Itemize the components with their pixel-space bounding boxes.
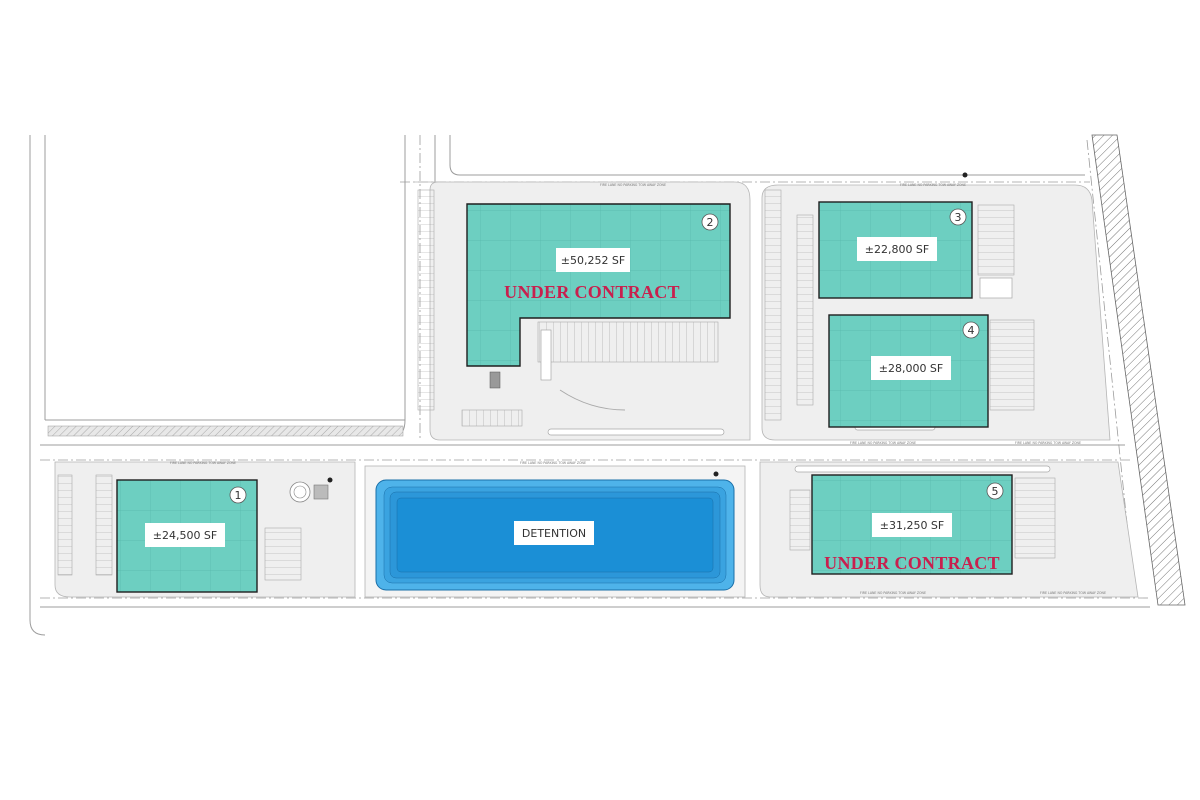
building-4-area: ±28,000 SF — [879, 362, 944, 375]
building-2-area: ±50,252 SF — [561, 254, 626, 267]
building-5-area: ±31,250 SF — [880, 519, 945, 532]
building-2[interactable]: ±50,252 SF UNDER CONTRACT 2 — [466, 203, 731, 389]
svg-text:FIRE LANE NO PARKING TOW AWAY: FIRE LANE NO PARKING TOW AWAY ZONE — [1015, 441, 1081, 445]
building-2-status: UNDER CONTRACT — [504, 282, 680, 302]
svg-text:FIRE LANE NO PARKING TOW AWAY: FIRE LANE NO PARKING TOW AWAY ZONE — [170, 461, 236, 465]
fire-lane-labels: FIRE LANE NO PARKING TOW AWAY ZONE FIRE … — [170, 183, 1106, 595]
site-equipment — [289, 172, 968, 503]
parking-stalls — [57, 189, 1056, 581]
building-1-number: 1 — [235, 489, 242, 502]
svg-text:FIRE LANE NO PARKING TOW AWAY: FIRE LANE NO PARKING TOW AWAY ZONE — [860, 591, 926, 595]
svg-text:FIRE LANE NO PARKING TOW AWAY: FIRE LANE NO PARKING TOW AWAY ZONE — [600, 183, 666, 187]
building-3-number: 3 — [955, 211, 962, 224]
svg-text:FIRE LANE NO PARKING TOW AWAY: FIRE LANE NO PARKING TOW AWAY ZONE — [520, 461, 586, 465]
hatched-zones — [47, 134, 1186, 606]
building-1[interactable]: ±24,500 SF 1 — [116, 479, 258, 593]
detention-pond: DETENTION — [375, 479, 735, 591]
building-5-status: UNDER CONTRACT — [824, 553, 1000, 573]
building-3[interactable]: ±22,800 SF 3 — [818, 201, 973, 299]
detention-label: DETENTION — [522, 527, 586, 540]
building-1-area: ±24,500 SF — [153, 529, 218, 542]
building-5[interactable]: ±31,250 SF UNDER CONTRACT 5 — [811, 474, 1013, 575]
svg-text:FIRE LANE NO PARKING TOW AWAY: FIRE LANE NO PARKING TOW AWAY ZONE — [900, 183, 966, 187]
building-4[interactable]: ±28,000 SF 4 — [828, 314, 989, 428]
building-3-area: ±22,800 SF — [865, 243, 930, 256]
svg-text:FIRE LANE NO PARKING TOW AWAY: FIRE LANE NO PARKING TOW AWAY ZONE — [1040, 591, 1106, 595]
svg-text:FIRE LANE NO PARKING TOW AWAY: FIRE LANE NO PARKING TOW AWAY ZONE — [850, 441, 916, 445]
building-5-number: 5 — [992, 485, 999, 498]
building-4-number: 4 — [968, 324, 975, 337]
building-2-number: 2 — [707, 216, 714, 229]
